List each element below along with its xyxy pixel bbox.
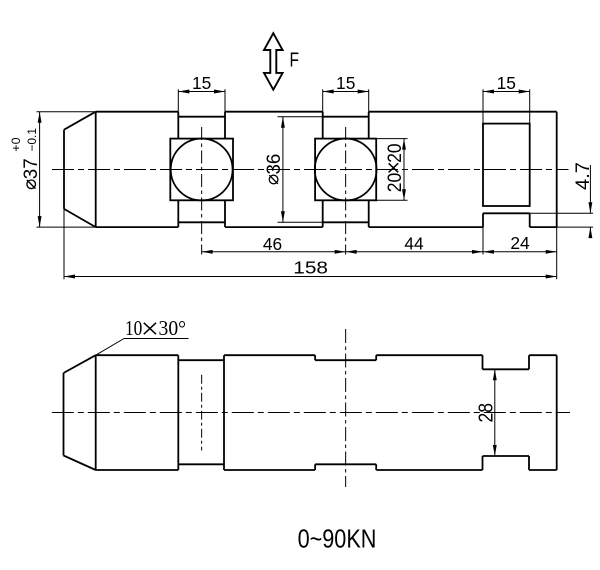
svg-text:0~90KN: 0~90KN xyxy=(298,526,377,554)
svg-text:36: 36 xyxy=(263,154,285,175)
svg-text:20: 20 xyxy=(385,173,406,193)
svg-text:28: 28 xyxy=(476,403,498,423)
svg-text:24: 24 xyxy=(510,233,530,253)
svg-text:46: 46 xyxy=(263,234,282,254)
svg-text:15: 15 xyxy=(336,73,355,93)
svg-text:F: F xyxy=(290,49,300,72)
svg-text:20: 20 xyxy=(385,144,406,163)
svg-text:37: 37 xyxy=(20,158,42,179)
svg-text:−0.1: −0.1 xyxy=(25,128,39,152)
svg-text:30°: 30° xyxy=(159,316,187,340)
svg-text:15: 15 xyxy=(192,73,211,93)
svg-text:10: 10 xyxy=(125,316,142,340)
svg-text:+0: +0 xyxy=(9,137,23,152)
svg-text:158: 158 xyxy=(293,258,328,278)
svg-text:44: 44 xyxy=(404,233,424,253)
svg-text:15: 15 xyxy=(497,73,516,93)
svg-text:4.7: 4.7 xyxy=(573,162,594,190)
